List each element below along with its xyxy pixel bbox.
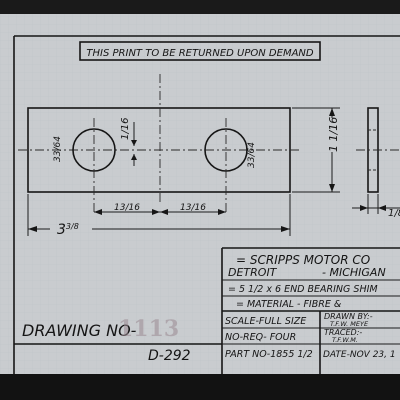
spacing-arrow-left-b — [152, 209, 160, 215]
drawing-no-stamp: 1113 — [118, 316, 179, 342]
part-no: PART NO-1855 1/2 — [225, 349, 313, 360]
left-hole-dia-label: 33/64 — [53, 136, 63, 162]
center-gap-label: 1/16 — [120, 118, 131, 140]
plan-view: 33/64 33/64 1/16 1 1/16 33/8 13/16 13/16 — [18, 74, 342, 238]
height-label: 1 1/16 — [327, 117, 340, 152]
sheet-border — [13, 35, 400, 374]
thickness-arrow-right — [378, 205, 386, 211]
spacing-arrow-left-a — [94, 209, 102, 215]
thickness-arrow-left — [360, 205, 368, 211]
traced-name: T.F.W.M. — [332, 336, 358, 344]
right-hole-dia-label: 33/64 — [247, 142, 257, 168]
paper-grid — [0, 14, 400, 374]
spacing-arrow-right-a — [160, 209, 168, 215]
thickness-label: 1/8 — [388, 208, 400, 219]
drawing-no-value: D-292 — [148, 348, 191, 364]
drawn-by: DRAWN BY:- — [324, 312, 373, 321]
company-city: DETROIT — [228, 266, 278, 279]
no-req: NO-REQ- FOUR — [225, 332, 296, 343]
height-arrow-bottom — [329, 184, 335, 192]
length-arrow-right — [281, 226, 290, 232]
scale: SCALE-FULL SIZE — [225, 316, 306, 327]
material: = MATERIAL - FIBRE & — [236, 299, 341, 310]
length-arrow-left — [28, 226, 37, 232]
drawing-number-block: DRAWING NO- 1113 D-292 — [14, 316, 222, 364]
notice-text: THIS PRINT TO BE RETURNED UPON DEMAND — [86, 48, 313, 59]
overall-length-label: 33/8 — [57, 222, 79, 238]
traced: TRACED:- — [324, 328, 362, 337]
height-label-bg — [318, 118, 342, 152]
hole-offset-right-label: 13/16 — [180, 203, 206, 213]
spacing-arrow-right-b — [218, 209, 226, 215]
drawing-no-label: DRAWING NO- — [22, 321, 137, 340]
notice-box — [79, 41, 321, 61]
company-state: - MICHIGAN — [322, 266, 386, 279]
side-view: 1/8 — [352, 107, 400, 219]
title-block: = SCRIPPS MOTOR CO DETROIT - MICHIGAN = … — [221, 247, 400, 374]
drawn-by-name: T.F.W. MEYE — [330, 320, 369, 328]
date: DATE-NOV 23, 1 — [323, 350, 396, 360]
bottom-binding — [0, 374, 400, 400]
company-name: = SCRIPPS MOTOR CO — [236, 253, 370, 267]
gap-arrow-top — [131, 140, 137, 146]
part-name: = 5 1/2 x 6 END BEARING SHIM — [228, 284, 378, 295]
hole-offset-left-label: 13/16 — [114, 203, 140, 213]
height-arrow-top — [329, 108, 335, 116]
